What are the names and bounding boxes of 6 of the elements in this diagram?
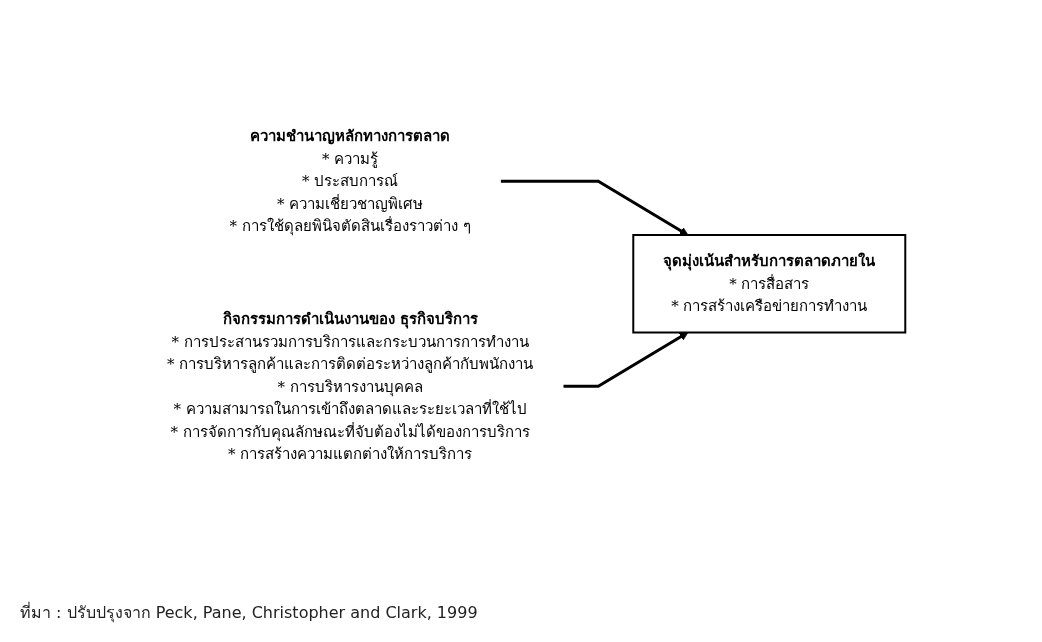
node-box: จุดมุ่งเน้นสำหรับการตลาดภายใน * การสื่อสาร * การสร้างเครือข่ายการทำงาน	[632, 234, 907, 334]
source-caption: ที่มา : ปรับปรุงจาก Peck, Pane, Christopher and Clark, 1999	[20, 601, 478, 625]
node-text: กิจกรรมการดำเนินงานของ ธุรกิจบริการ * การประสานรวมการบริการและกระบวนการการทำงาน * การบริหารลูกค้าและการติดต่อระหว่างลูกค้ากับพนักงาน * การบริหารงานบุคคล * ความสามารถในการเข้าถึงตลาดและระยะเวลาที่ใช้ไป * การจัดการกับคุณลักษณะที่จับต้องไม่ได้ของการบริการ * การสร้างความแตกต่างให้การบริการ	[166, 309, 534, 463]
arrow	[563, 332, 689, 388]
arrow	[500, 179, 689, 236]
node-text: ความชำนาญหลักทางการตลาด * ความรู้ * ประสบการณ์ * ความเชี่ยวชาญพิเศษ * การใช้ดุลยพินิจตัดสินเรื่องราวต่าง ๆ	[229, 127, 471, 235]
